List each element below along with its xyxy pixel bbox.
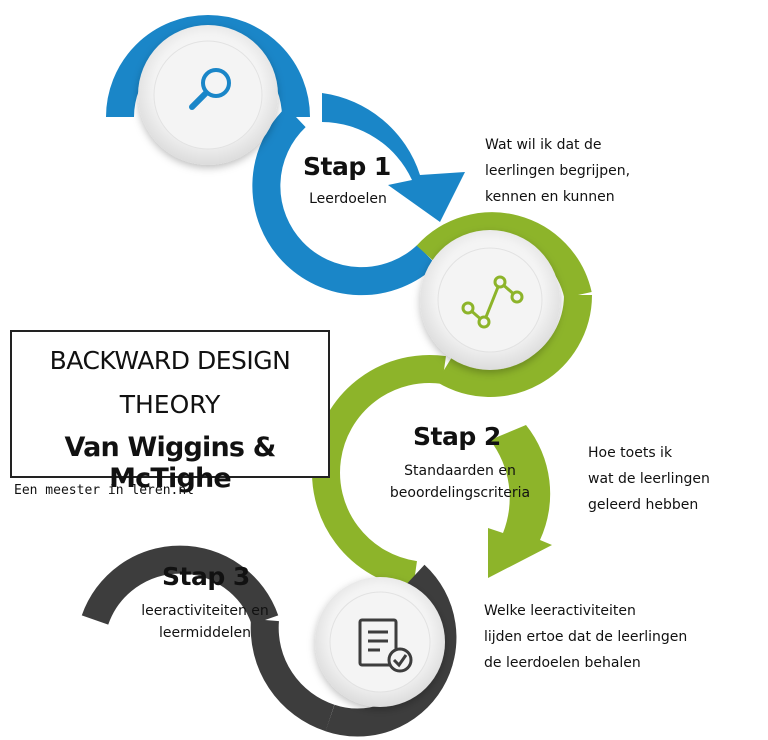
step-3-subtitle-line: leermiddelen	[159, 625, 251, 641]
step-3-arc-middle	[250, 618, 335, 732]
step-3-subtitle-line: leeractiviteiten en	[141, 603, 269, 619]
step-2-description-line: Hoe toets ik	[588, 445, 673, 461]
step-3-subtitle: leeractiviteiten en leermiddelen	[125, 600, 285, 644]
step-1-description-line: leerlingen begrijpen,	[485, 163, 631, 179]
step-3-description: Welke leeractiviteiten lijden ertoe dat …	[484, 598, 687, 676]
step-3-description-line: lijden ertoe dat de leerlingen	[484, 629, 688, 645]
step-2-description-line: wat de leerlingen	[588, 471, 710, 487]
step-1-arc-bottom	[252, 106, 437, 296]
step-2-disc	[420, 230, 560, 370]
step-3-description-line: Welke leeractiviteiten	[484, 603, 636, 619]
magnifier-icon	[189, 68, 231, 110]
step-3-description-line: de leerdoelen behalen	[484, 655, 641, 671]
title-line-2: THEORY	[119, 390, 221, 419]
step-2-arc-top	[416, 212, 592, 299]
checked-document-icon	[358, 618, 413, 673]
step-1-description: Wat wil ik dat de leerlingen begrijpen, …	[485, 132, 630, 210]
title-line-3: Van Wiggins & McTighe	[64, 432, 276, 494]
step-2-subtitle-line: Standaarden en	[404, 463, 516, 479]
step-2-arc-right	[436, 294, 592, 397]
step-1-description-line: kennen en kunnen	[485, 189, 615, 205]
step-3-arc-left	[81, 545, 279, 625]
step-2-subtitle-line: beoordelingscriteria	[389, 485, 531, 501]
step-2-description-line: geleerd hebben	[588, 497, 699, 513]
credit-text: Een meester in leren.nl	[14, 483, 195, 498]
step-3-title: Stap 3	[162, 562, 250, 591]
step-2-arrow	[488, 425, 552, 578]
title-box: BACKWARD DESIGN THEORY Van Wiggins & McT…	[10, 330, 330, 494]
step-1-arrow	[322, 93, 465, 222]
title-line-1: BACKWARD DESIGN	[49, 346, 291, 375]
line-graph-icon	[461, 275, 524, 329]
step-1-subtitle-line: Leerdoelen	[309, 191, 387, 207]
step-2-description: Hoe toets ik wat de leerlingen geleerd h…	[588, 440, 710, 518]
step-1-description-line: Wat wil ik dat de	[485, 137, 602, 153]
step-2-title: Stap 2	[413, 422, 501, 451]
step-1-subtitle: Leerdoelen	[288, 188, 408, 210]
step-2-subtitle: Standaarden en beoordelingscriteria	[375, 460, 545, 504]
step-1-title: Stap 1	[303, 152, 391, 181]
